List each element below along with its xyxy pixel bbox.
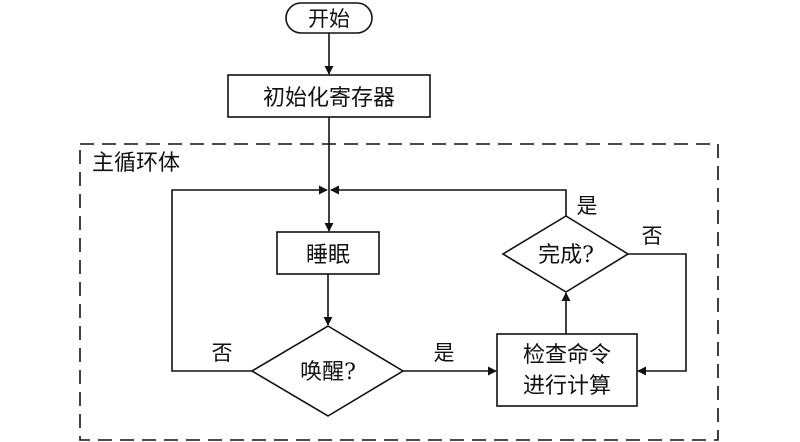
wake-decision: [250, 325, 405, 417]
start-label: 开始: [308, 7, 350, 31]
done-decision-label: 完成?: [538, 243, 594, 268]
init-registers-label: 初始化寄存器: [263, 86, 395, 111]
wake-decision-label: 唤醒?: [300, 360, 356, 385]
main-loop-region: [79, 143, 719, 441]
check-command-line2: 进行计算: [523, 374, 611, 399]
main-loop-label: 主循环体: [92, 151, 180, 176]
sleep-label: 睡眠: [306, 243, 350, 268]
done-yes-label: 是: [577, 194, 598, 218]
done-no-label: 否: [642, 224, 663, 248]
check-command-line1: 检查命令: [523, 343, 611, 368]
wake-no-label: 否: [212, 341, 233, 365]
edge-done-no: [628, 253, 687, 376]
edge-wake-no-loop: [171, 185, 328, 372]
wake-yes-label: 是: [434, 341, 455, 365]
init-registers-box: [227, 74, 431, 118]
done-decision: [501, 215, 630, 293]
edge-done-yes-loop: [330, 185, 567, 216]
sleep-box: [276, 231, 380, 275]
check-command-box: [496, 333, 638, 407]
